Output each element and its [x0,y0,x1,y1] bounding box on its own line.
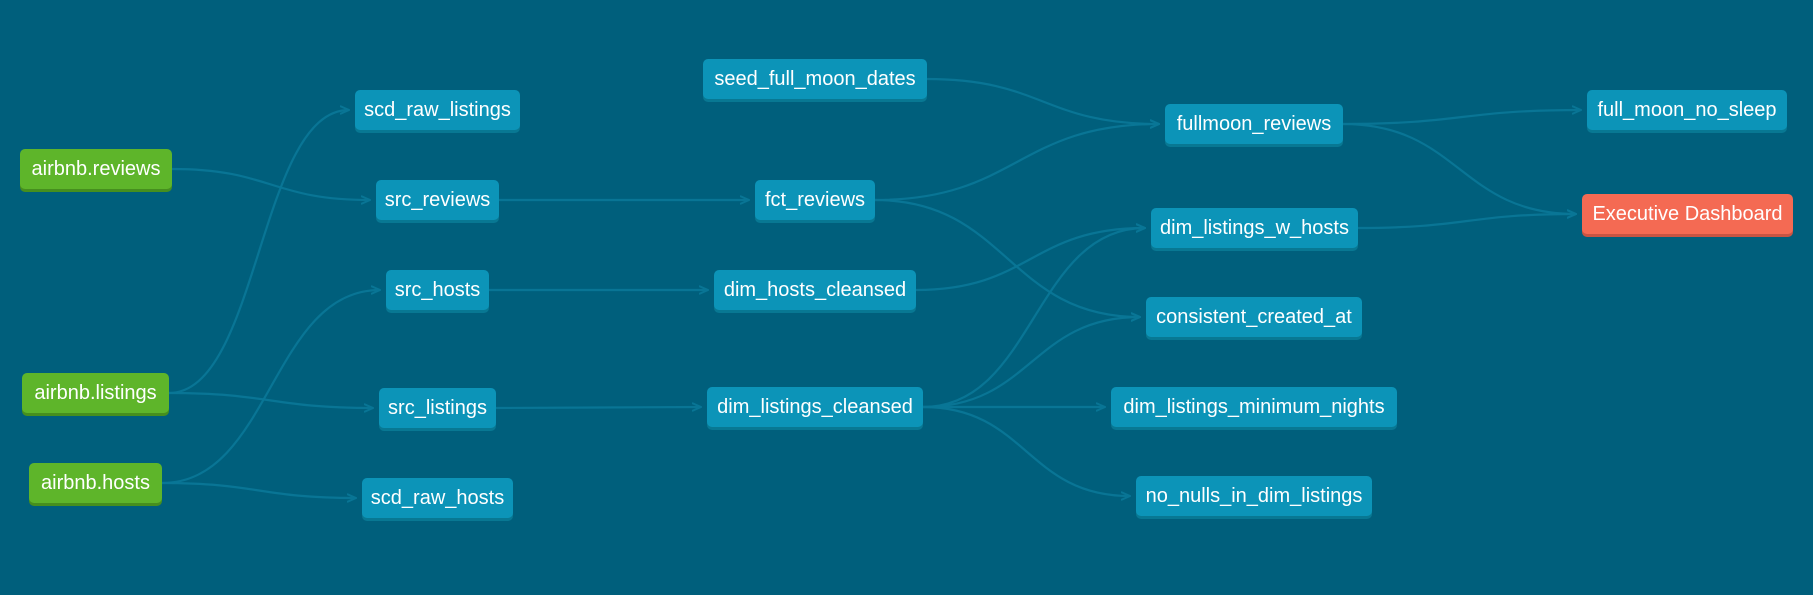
edge-fct_reviews-to-consistent_created_at [874,198,1140,317]
node-full-moon-no-sleep[interactable]: full_moon_no_sleep [1587,90,1787,130]
node-dim-listings-minimum-nights[interactable]: dim_listings_minimum_nights [1111,387,1397,427]
node-consistent-created-at[interactable]: consistent_created_at [1146,297,1362,337]
node-scd-raw-hosts[interactable]: scd_raw_hosts [362,478,513,518]
node-seed-full-moon-dates[interactable]: seed_full_moon_dates [703,59,927,99]
edge-airbnb_listings-to-src_listings [168,391,373,408]
node-airbnb-reviews[interactable]: airbnb.reviews [20,149,172,189]
edge-dim_listings_cleansed-to-dim_listings_w_hosts [922,228,1145,409]
node-executive-dashboard[interactable]: Executive Dashboard [1582,194,1793,234]
node-no-nulls-in-dim-listings[interactable]: no_nulls_in_dim_listings [1136,476,1372,516]
node-src-listings[interactable]: src_listings [379,388,496,428]
node-dim-listings-cleansed[interactable]: dim_listings_cleansed [707,387,923,427]
edge-dim_hosts_cleansed-to-dim_listings_w_hosts [915,228,1145,292]
edge-dim_listings_cleansed-to-consistent_created_at [922,317,1140,409]
edge-seed_full_moon_dates-to-fullmoon_reviews [926,77,1159,124]
edge-airbnb_listings-to-scd_raw_listings [168,110,349,395]
edge-airbnb_hosts-to-scd_raw_hosts [161,481,356,498]
edge-fullmoon_reviews-to-full_moon_no_sleep [1342,110,1581,126]
node-fct-reviews[interactable]: fct_reviews [755,180,875,220]
edge-airbnb_hosts-to-src_hosts [161,290,380,485]
edge-fullmoon_reviews-to-executive_dashboard [1342,122,1576,214]
node-airbnb-hosts[interactable]: airbnb.hosts [29,463,162,503]
edge-airbnb_reviews-to-src_reviews [171,167,370,200]
node-src-hosts[interactable]: src_hosts [386,270,489,310]
node-dim-hosts-cleansed[interactable]: dim_hosts_cleansed [714,270,916,310]
edge-dim_listings_cleansed-to-no_nulls_in_dim_listings [922,405,1130,496]
node-scd-raw-listings[interactable]: scd_raw_listings [355,90,520,130]
edge-dim_listings_w_hosts-to-executive_dashboard [1357,214,1576,230]
node-src-reviews[interactable]: src_reviews [376,180,499,220]
edge-src_listings-to-dim_listings_cleansed [495,407,701,408]
node-airbnb-listings[interactable]: airbnb.listings [22,373,169,413]
node-fullmoon-reviews[interactable]: fullmoon_reviews [1165,104,1343,144]
node-dim-listings-w-hosts[interactable]: dim_listings_w_hosts [1151,208,1358,248]
edge-fct_reviews-to-fullmoon_reviews [874,124,1159,202]
